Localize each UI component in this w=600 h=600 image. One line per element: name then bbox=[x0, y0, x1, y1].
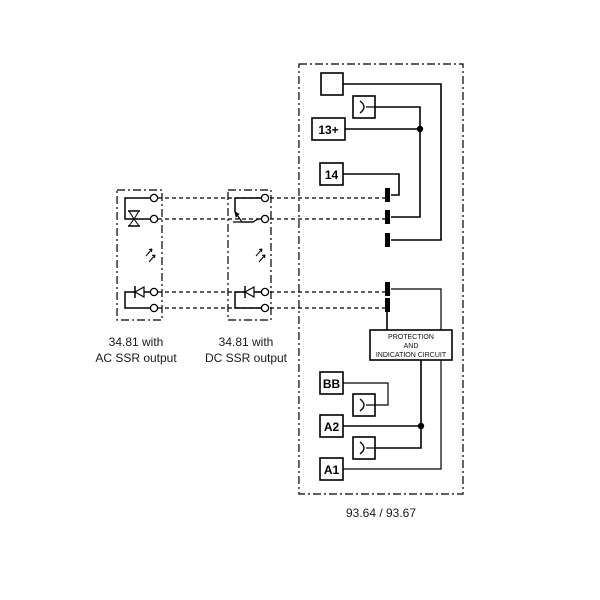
protection-line-2: AND bbox=[404, 343, 419, 350]
wire-a2-bus bbox=[375, 360, 422, 449]
terminal-circle bbox=[149, 193, 159, 203]
triac-icon bbox=[124, 197, 150, 227]
junction-dot bbox=[416, 125, 424, 133]
wire-socket-top bbox=[375, 106, 421, 218]
terminal-a1-box bbox=[319, 457, 344, 481]
terminal-bb-label: BB bbox=[323, 377, 341, 391]
coil-socket-top bbox=[352, 95, 376, 119]
protection-line-3: INDICATION CIRCUIT bbox=[376, 352, 447, 359]
wire-bb bbox=[343, 382, 389, 406]
socket-outline bbox=[298, 63, 464, 495]
wire-blank bbox=[343, 83, 442, 241]
terminal-13-label: 13+ bbox=[318, 123, 338, 137]
terminal-bb-box bbox=[319, 371, 344, 395]
terminal-a2-box bbox=[319, 414, 344, 438]
terminal-circle bbox=[149, 287, 159, 297]
dc-ssr-caption-1: 34.81 with bbox=[219, 335, 274, 349]
wire-pin4 bbox=[391, 288, 442, 330]
ac-ssr-caption-1: 34.81 with bbox=[109, 335, 164, 349]
terminal-circle bbox=[260, 303, 270, 313]
junction-dot bbox=[417, 422, 425, 430]
pin-bar bbox=[385, 298, 390, 312]
terminal-circle bbox=[260, 214, 270, 224]
pin-bar bbox=[385, 210, 390, 224]
terminal-circle bbox=[260, 193, 270, 203]
terminal-circle bbox=[149, 303, 159, 313]
terminal-circle bbox=[149, 214, 159, 224]
wire-a1 bbox=[343, 360, 442, 470]
terminal-blank bbox=[320, 72, 344, 96]
connector-bars bbox=[385, 188, 390, 312]
protection-line-1: PROTECTION bbox=[388, 334, 434, 341]
dc-ssr-caption-2: DC SSR output bbox=[205, 351, 288, 365]
light-arrows-icon bbox=[145, 248, 156, 263]
led-diode-icon bbox=[124, 285, 150, 309]
terminal-a1-label: A1 bbox=[324, 463, 340, 477]
terminal-circle bbox=[260, 287, 270, 297]
pin-bar bbox=[385, 233, 390, 247]
coil-socket-bb bbox=[352, 393, 376, 417]
light-arrows-icon bbox=[255, 248, 266, 263]
pin-bar bbox=[385, 188, 390, 202]
pin-bar bbox=[385, 282, 390, 296]
terminal-14-label: 14 bbox=[325, 168, 339, 182]
protection-circuit-box bbox=[369, 329, 453, 361]
ac-ssr-caption-2: AC SSR output bbox=[95, 351, 177, 365]
led-diode-icon bbox=[234, 285, 262, 309]
dc-ssr-outline bbox=[227, 189, 272, 321]
socket-caption: 93.64 / 93.67 bbox=[346, 506, 416, 520]
terminal-a2-label: A2 bbox=[324, 420, 340, 434]
coil-socket-a2 bbox=[352, 436, 376, 460]
ac-ssr-outline bbox=[116, 189, 163, 321]
transistor-icon bbox=[233, 197, 262, 223]
wire-14 bbox=[343, 173, 400, 196]
